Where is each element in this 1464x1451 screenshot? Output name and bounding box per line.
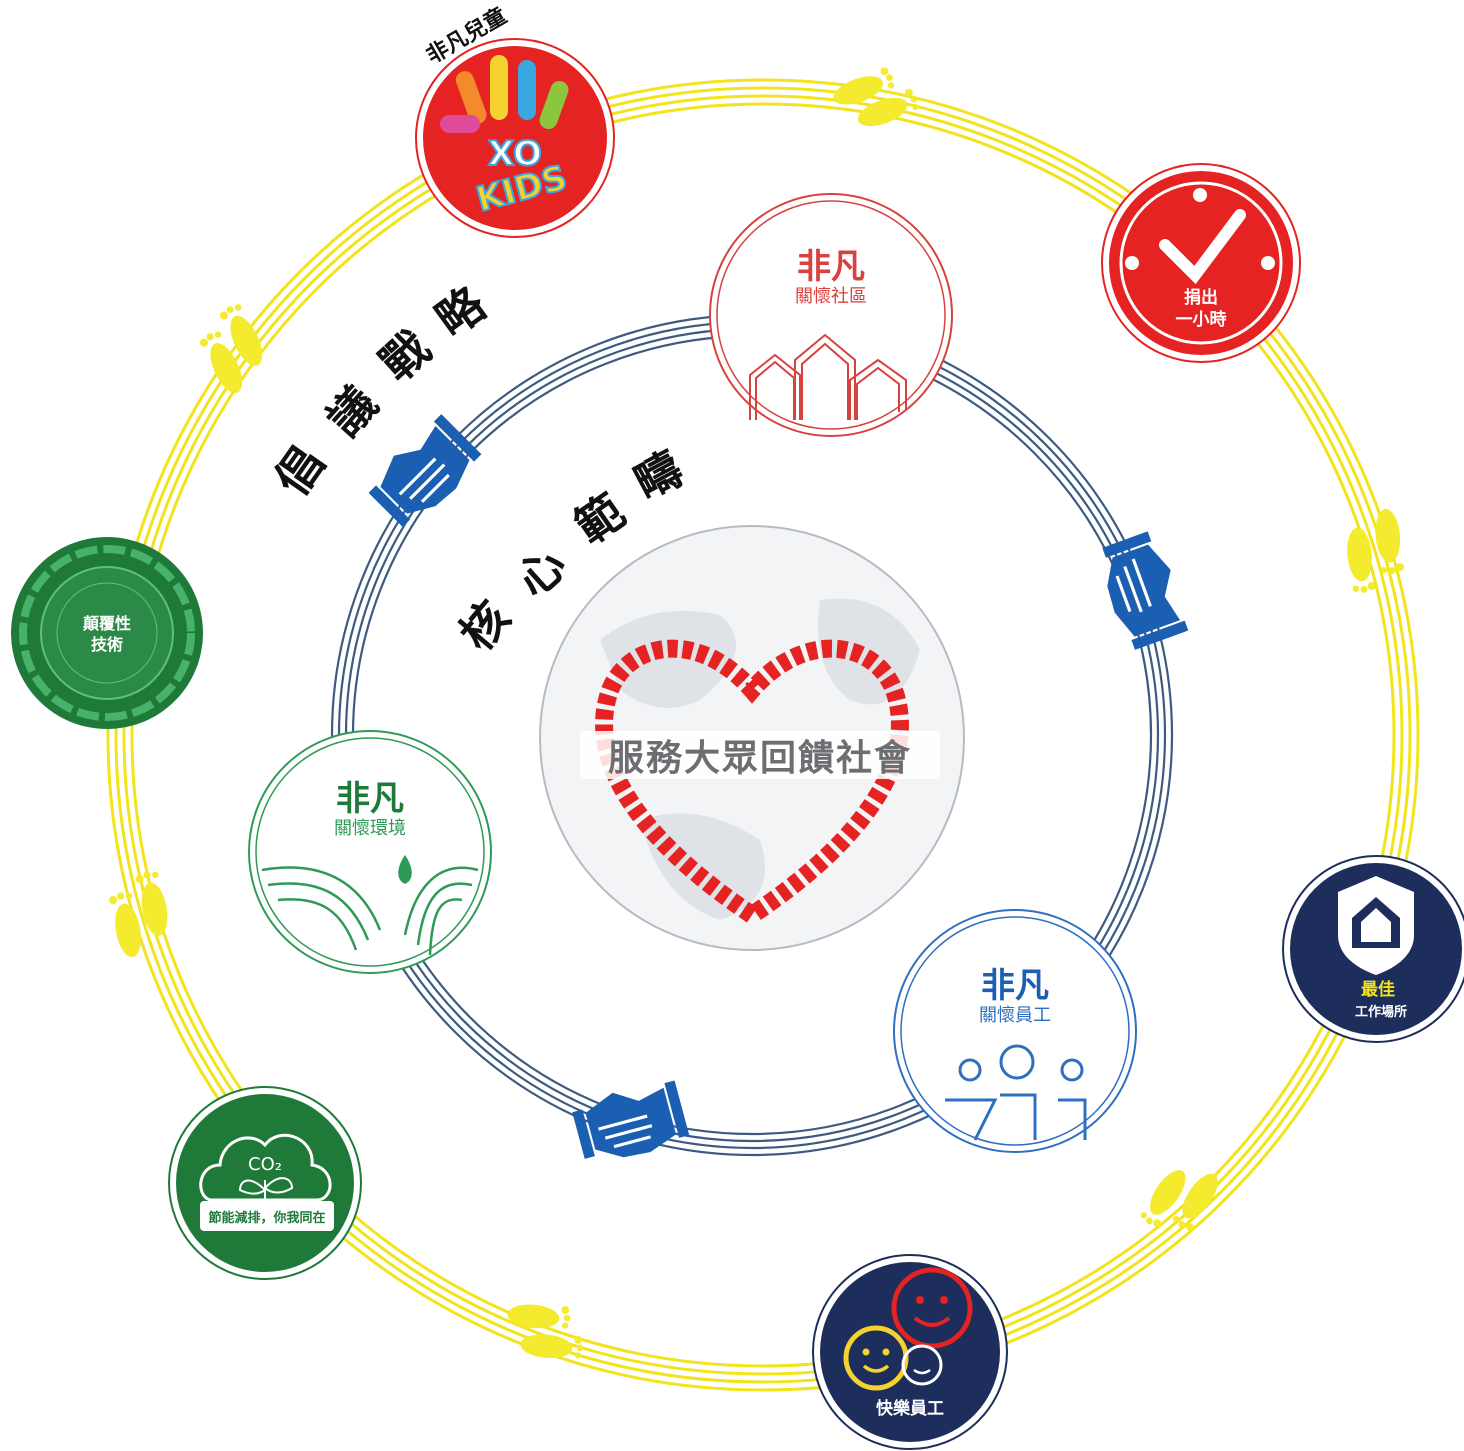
core-ring-char: 疇 [626,441,692,510]
best-workplace-line2: 工作場所 [1355,1004,1407,1020]
people-icon [945,1044,1087,1141]
node-disruptive-tech[interactable]: 顛覆性 技術 [11,537,203,729]
smiley-bubbles-icon [843,1267,973,1391]
landscape-icon [261,866,479,956]
node-community[interactable]: 非凡 關懷社區 [709,193,953,437]
happy-staff-caption: 快樂員工 [876,1398,944,1419]
handshake-icon [361,409,488,536]
node-best-workplace[interactable]: 最佳 工作場所 [1282,855,1464,1043]
clock-check-icon [1125,188,1275,285]
advocacy-ring-char: 倡 [265,436,336,505]
core-globe: 服務大眾回饋社會 [539,525,965,951]
donate-hour-line1: 捐出 [1184,287,1218,308]
disruptive-tech-line2: 技術 [91,635,123,654]
handshake-icon [1090,526,1194,654]
node-environment[interactable]: 非凡 關懷環境 [248,730,492,974]
donate-hour-line2: 一小時 [1176,309,1227,330]
node-kids[interactable]: XO KIDS 非凡兒童 [415,3,615,238]
core-ring-char: 範 [565,484,634,555]
kids-logo-xo: XO [488,134,542,174]
footprint-icon [503,1301,588,1362]
community-brand: 非凡 [797,247,865,287]
environment-subtitle: 關懷環境 [334,818,406,839]
outer-yellow-ring [106,78,1420,1392]
water-drop-icon [398,855,412,884]
advocacy-ring-char: 議 [317,376,388,446]
environment-brand: 非凡 [336,779,404,819]
core-ring-char: 核 [449,591,520,661]
houses-icon [749,333,907,420]
node-employees[interactable]: 非凡 關懷員工 [893,909,1137,1153]
disruptive-tech-line1: 顛覆性 [82,614,131,633]
carbon-caption: 節能減排，你我同在 [208,1210,325,1226]
employees-subtitle: 關懷員工 [979,1005,1051,1026]
node-donate-hour[interactable]: 捐出 一小時 [1101,163,1301,363]
core-title: 服務大眾回饋社會 [608,738,912,779]
carbon-co2: CO₂ [248,1154,282,1175]
handshake-icon [568,1074,693,1171]
leaf-icon [238,1177,294,1200]
footprint-icon [105,869,175,960]
node-carbon[interactable]: CO₂ 節能減排，你我同在 [168,1086,362,1280]
hand-icon [440,55,569,133]
shield-home-icon [1338,876,1414,975]
advocacy-ring-char: 戰 [370,321,440,392]
core-ring-char: 心 [506,537,576,608]
employees-brand: 非凡 [981,966,1049,1006]
circuit-icon [56,582,158,684]
cloud-icon [199,1133,332,1202]
community-subtitle: 關懷社區 [795,286,867,307]
advocacy-ring-char: 略 [426,276,496,347]
node-happy-staff[interactable]: 快樂員工 [812,1254,1008,1450]
best-workplace-line1: 最佳 [1361,979,1395,1000]
